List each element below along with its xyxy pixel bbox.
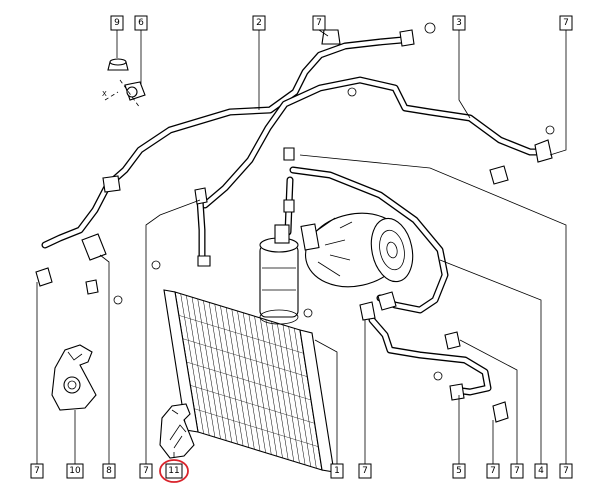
- callout-1: 1: [330, 463, 344, 479]
- callout-3-label: 3: [456, 18, 462, 28]
- callout-7-b6-label: 7: [563, 466, 569, 476]
- callout-7-b2-label: 7: [143, 466, 149, 476]
- callout-2-label: 2: [256, 18, 262, 28]
- callout-7-b5-label: 7: [514, 466, 520, 476]
- callout-7-bottom-5: 7: [510, 463, 524, 479]
- callout-7-right: 7: [559, 15, 573, 31]
- fittings: X: [35, 22, 555, 423]
- callout-7-b3-label: 7: [362, 466, 368, 476]
- refrigerant-pipe-3: [201, 76, 544, 209]
- condenser: [163, 289, 335, 473]
- callout-11: 11: [159, 459, 189, 483]
- callout-7-bottom-2: 7: [139, 463, 153, 479]
- condenser-tube: [194, 408, 319, 447]
- axis-x-label: X: [102, 90, 107, 98]
- callout-4: 4: [534, 463, 548, 479]
- callout-7-bottom-3: 7: [358, 463, 372, 479]
- callout-7-bottom-6: 7: [559, 463, 573, 479]
- refrigerant-hose-compressor: [289, 166, 449, 314]
- callout-9-label: 9: [114, 18, 120, 28]
- bracket-10: [51, 344, 97, 411]
- callout-5: 5: [452, 463, 466, 479]
- callout-1-label: 1: [334, 466, 340, 476]
- callout-6-label: 6: [138, 18, 144, 28]
- callout-10: 10: [66, 463, 84, 479]
- callout-7-top: 7: [312, 15, 326, 31]
- callout-11-label: 11: [168, 466, 179, 476]
- callout-7-top-label: 7: [316, 18, 322, 28]
- condenser-tube: [186, 361, 312, 401]
- callout-9: 9: [110, 15, 124, 31]
- condenser-tube: [178, 315, 304, 354]
- condenser-fins: [178, 293, 319, 469]
- callout-2: 2: [252, 15, 266, 31]
- callout-7-b4-label: 7: [490, 466, 496, 476]
- callout-7-right-label: 7: [563, 18, 569, 28]
- leader-lines: [36, 29, 567, 464]
- callout-6: 6: [134, 15, 148, 31]
- compressor: [300, 212, 414, 288]
- condenser-tube: [190, 385, 315, 424]
- callout-10-label: 10: [69, 466, 81, 476]
- pressure-switch-8: [81, 233, 107, 261]
- callout-7-bottom-4: 7: [486, 463, 500, 479]
- refrigerant-pipe-5: [368, 316, 492, 396]
- highlight-circle: [159, 459, 189, 483]
- callout-5-label: 5: [456, 466, 462, 476]
- callout-4-label: 4: [538, 466, 544, 476]
- callout-8-label: 8: [106, 466, 112, 476]
- bracket-11: [159, 403, 195, 459]
- callout-3: 3: [452, 15, 466, 31]
- condenser-tube: [182, 338, 308, 377]
- receiver-drier: [259, 224, 299, 325]
- refrigerant-pipe-2: [41, 36, 406, 249]
- callout-7-b1-label: 7: [34, 466, 40, 476]
- callout-8: 8: [102, 463, 116, 479]
- callout-7-bottom-1: 7: [30, 463, 44, 479]
